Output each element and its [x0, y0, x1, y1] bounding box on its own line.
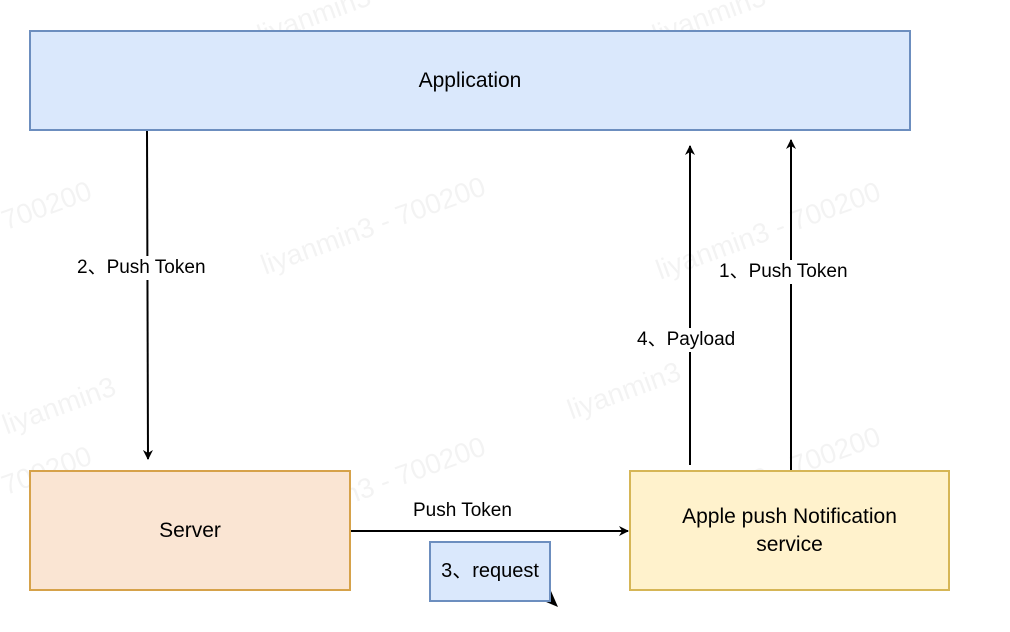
edge-label-push-token-to-server: 2、Push Token — [77, 256, 206, 280]
edge-label-server-to-apns: Push Token — [413, 500, 512, 521]
edge-push-token-to-server — [142, 130, 153, 460]
edge-label-payload-to-application: 4、Payload — [637, 328, 736, 352]
application-node[interactable]: Application — [29, 30, 911, 131]
server-node[interactable]: Server — [29, 470, 351, 591]
edge-label-push-token-to-application: 1、Push Token — [719, 260, 848, 284]
request-node[interactable]: 3、request — [429, 541, 551, 602]
stray-arrowhead-icon — [539, 591, 558, 607]
apns-node[interactable]: Apple push Notification service — [629, 470, 950, 591]
